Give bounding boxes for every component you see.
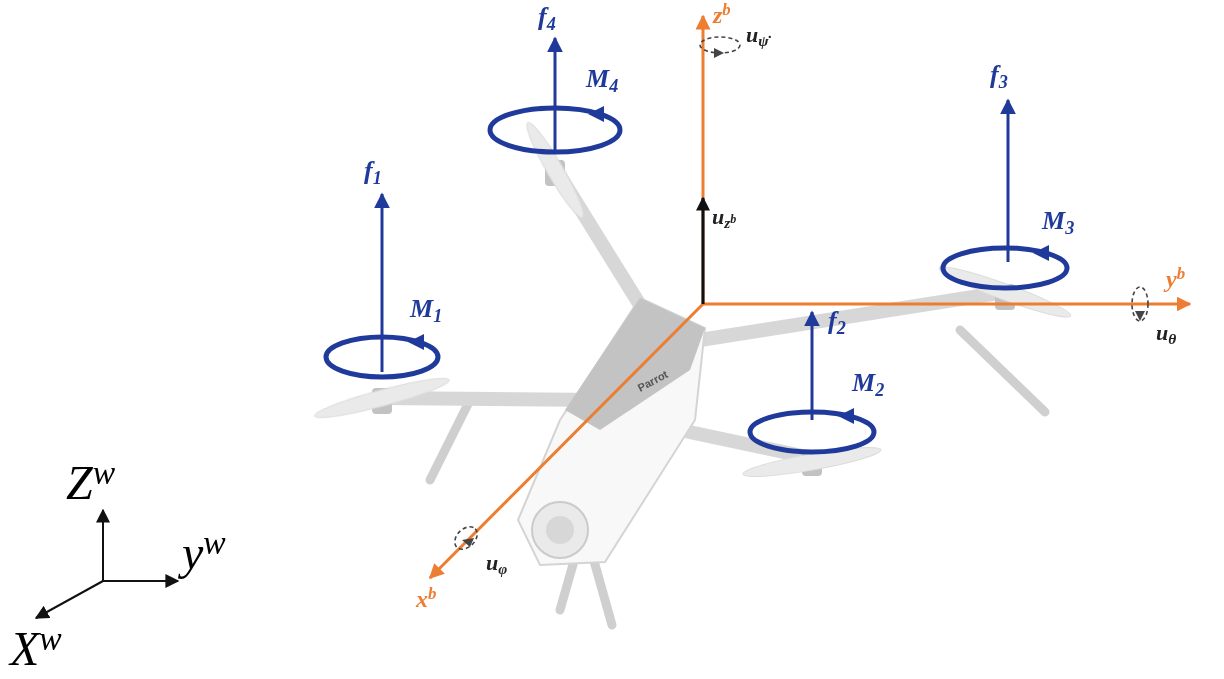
force-label: f2 — [828, 308, 846, 337]
label-part: 1 — [373, 168, 382, 188]
rotation-indicators — [450, 37, 1148, 554]
world-axis-label: yw — [182, 526, 226, 577]
drone-body-top — [565, 298, 705, 430]
label-part: u — [712, 204, 724, 229]
label-part: u — [1156, 320, 1168, 345]
moment-ellipses — [326, 108, 1067, 452]
label-part: M — [1042, 206, 1065, 235]
drone-legs — [430, 330, 1045, 625]
label-part: z — [724, 214, 730, 231]
force-label: f4 — [538, 4, 556, 33]
label-part: φ — [498, 560, 507, 577]
body-axis-label: xb — [416, 586, 436, 611]
moment-label: M1 — [410, 296, 442, 325]
label-part: 4 — [609, 76, 618, 96]
control-input-label: uzb — [712, 206, 736, 230]
body-frame-axes — [430, 16, 1190, 578]
control-input-label: uφ — [486, 552, 507, 576]
label-part: x — [416, 586, 428, 612]
drone-propellers — [312, 118, 1073, 482]
label-part: 1 — [433, 306, 442, 326]
label-part: w — [93, 454, 115, 491]
drone-picture — [312, 118, 1073, 625]
drone-camera — [532, 502, 588, 558]
moment-label: M4 — [586, 66, 618, 95]
world-axis-label: Xw — [10, 622, 62, 673]
label-part: 3 — [999, 72, 1008, 92]
drone-lens — [546, 516, 574, 544]
label-part: u — [746, 22, 758, 47]
label-part: f — [828, 306, 837, 335]
label-part: w — [39, 620, 61, 657]
force-label: f3 — [990, 62, 1008, 91]
moment-arrowheads — [408, 106, 1049, 424]
moment-label: M2 — [852, 370, 884, 399]
thrust-input-arrow — [702, 198, 705, 304]
label-part: f — [364, 156, 373, 185]
control-input-label: uψ̇ — [746, 24, 769, 48]
label-part: b — [428, 584, 436, 603]
label-part: M — [410, 294, 433, 323]
label-part: y — [182, 526, 203, 579]
label-part: w — [203, 524, 225, 561]
body-axis-label: zb — [713, 2, 731, 27]
label-part: 2 — [875, 380, 884, 400]
label-part: b — [722, 0, 730, 19]
world-axis-label: Zw — [66, 456, 115, 507]
drone-body — [518, 298, 705, 565]
label-part: M — [852, 368, 875, 397]
label-part: θ — [1168, 330, 1176, 347]
drone-motors — [372, 160, 1015, 476]
label-part: Z — [66, 456, 93, 509]
rotation-arrowheads — [462, 48, 1145, 547]
body-axis-label: yb — [1166, 266, 1185, 291]
label-part: z — [713, 2, 722, 28]
label-part: X — [10, 622, 39, 675]
label-part: b — [1177, 264, 1185, 283]
label-part: u — [486, 550, 498, 575]
control-input-label: uθ — [1156, 322, 1176, 346]
force-label: f1 — [364, 158, 382, 187]
label-part: ψ̇ — [758, 32, 768, 49]
label-part: f — [990, 60, 999, 89]
label-part: y — [1166, 266, 1177, 292]
label-part: b — [730, 212, 736, 226]
label-part: M — [586, 64, 609, 93]
world-frame-axes — [36, 510, 178, 618]
label-part: f — [538, 2, 547, 31]
label-part: 2 — [837, 318, 846, 338]
moment-label: M3 — [1042, 208, 1074, 237]
label-part: 4 — [547, 14, 556, 34]
force-arrows — [382, 38, 1008, 420]
label-part: 3 — [1065, 218, 1074, 238]
